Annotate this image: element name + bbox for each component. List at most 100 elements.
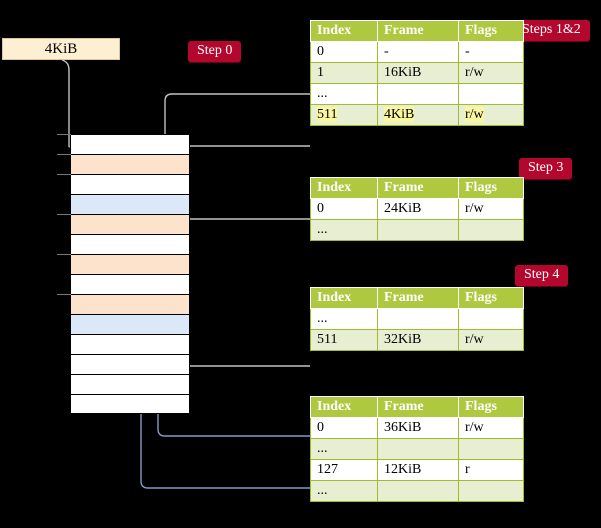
table-header-row: Index Frame Flags — [310, 287, 524, 309]
wire-t2r0-to-frame — [181, 218, 310, 253]
cell-frame: - — [377, 41, 459, 63]
memory-frame-row — [70, 334, 190, 354]
col-header-frame: Frame — [377, 396, 459, 418]
cell-flags: r/w — [458, 62, 524, 84]
memory-frame-row — [70, 234, 190, 254]
cell-flags: - — [458, 41, 524, 63]
col-header-flags: Flags — [458, 396, 524, 418]
memory-frame-row — [70, 194, 190, 214]
memory-frame-row — [57, 154, 190, 174]
cell-frame: 4KiB — [377, 104, 459, 126]
cell-flags — [458, 308, 524, 330]
cell-flags: r — [458, 459, 524, 481]
col-header-index: Index — [310, 177, 378, 199]
cell-index: 0 — [310, 198, 378, 220]
table-row: ... — [310, 219, 524, 241]
col-header-flags: Flags — [458, 177, 524, 199]
cell-index: 0 — [310, 417, 378, 439]
cell-frame — [377, 308, 459, 330]
table-row: ... — [310, 308, 524, 330]
cell-frame — [377, 438, 459, 460]
col-header-frame: Frame — [377, 20, 459, 42]
page-size-label: 4KiB — [2, 38, 120, 60]
memory-frame-row — [70, 374, 190, 394]
step-badge-4: Step 4 — [515, 265, 569, 286]
highlighted-value: r/w — [465, 107, 484, 122]
frame-tick-mark — [57, 214, 71, 215]
wire-t3r511-to-frame — [174, 314, 310, 367]
cell-flags: r/w — [458, 417, 524, 439]
cell-flags: r/w — [458, 329, 524, 351]
frame-tick-mark — [57, 254, 71, 255]
cell-flags — [458, 438, 524, 460]
cell-frame: 24KiB — [377, 198, 459, 220]
cell-index: 0 — [310, 41, 378, 63]
memory-frame-row — [57, 134, 190, 154]
cell-index: ... — [310, 308, 378, 330]
physical-memory-column — [57, 134, 190, 414]
memory-frame-row — [57, 294, 190, 314]
memory-frame-row — [57, 254, 190, 274]
table-row: 511 4KiB r/w — [310, 104, 524, 126]
cell-flags — [458, 219, 524, 241]
step-badge-3: Step 3 — [519, 158, 573, 179]
col-header-flags: Flags — [458, 20, 524, 42]
cell-frame: 32KiB — [377, 329, 459, 351]
col-header-index: Index — [310, 287, 378, 309]
frame-tick-mark — [57, 154, 71, 155]
page-size-text: 4KiB — [44, 40, 78, 57]
highlighted-value: 4KiB — [384, 107, 415, 122]
frame-tick-mark — [57, 294, 71, 295]
cell-index: 511 — [310, 104, 378, 126]
memory-frame-row — [57, 174, 190, 194]
table-row: ... — [310, 480, 524, 502]
cell-frame: 12KiB — [377, 459, 459, 481]
cell-index: ... — [310, 480, 378, 502]
cell-frame — [377, 83, 459, 105]
memory-frame-row — [70, 394, 190, 414]
memory-frame-row — [70, 314, 190, 334]
memory-frame-row — [70, 274, 190, 294]
memory-frame-row — [57, 214, 190, 234]
table-row: ... — [310, 83, 524, 105]
cell-index: 511 — [310, 329, 378, 351]
cell-flags — [458, 83, 524, 105]
cell-index: ... — [310, 438, 378, 460]
cell-index: 127 — [310, 459, 378, 481]
table-header-row: Index Frame Flags — [310, 177, 524, 199]
step-badge-1-2: Steps 1&2 — [513, 20, 590, 41]
table-header-row: Index Frame Flags — [310, 20, 524, 42]
frame-tick-mark — [57, 174, 71, 175]
table-row: 0-- — [310, 41, 524, 63]
frame-tick-mark — [57, 134, 71, 135]
cell-index: ... — [310, 219, 378, 241]
cell-index: ... — [310, 83, 378, 105]
wire-t1r511-to-frame — [181, 145, 310, 162]
cell-flags: r/w — [458, 198, 524, 220]
highlighted-value: 511 — [317, 107, 338, 122]
table-header-row: Index Frame Flags — [310, 396, 524, 418]
cell-flags — [458, 480, 524, 502]
col-header-flags: Flags — [458, 287, 524, 309]
cell-index: 1 — [310, 62, 378, 84]
col-header-frame: Frame — [377, 177, 459, 199]
memory-frame-row — [70, 354, 190, 374]
col-header-index: Index — [310, 396, 378, 418]
table-row: ... — [310, 438, 524, 460]
cell-flags: r/w — [458, 104, 524, 126]
cell-frame — [377, 480, 459, 502]
col-header-index: Index — [310, 20, 378, 42]
cell-frame: 16KiB — [377, 62, 459, 84]
